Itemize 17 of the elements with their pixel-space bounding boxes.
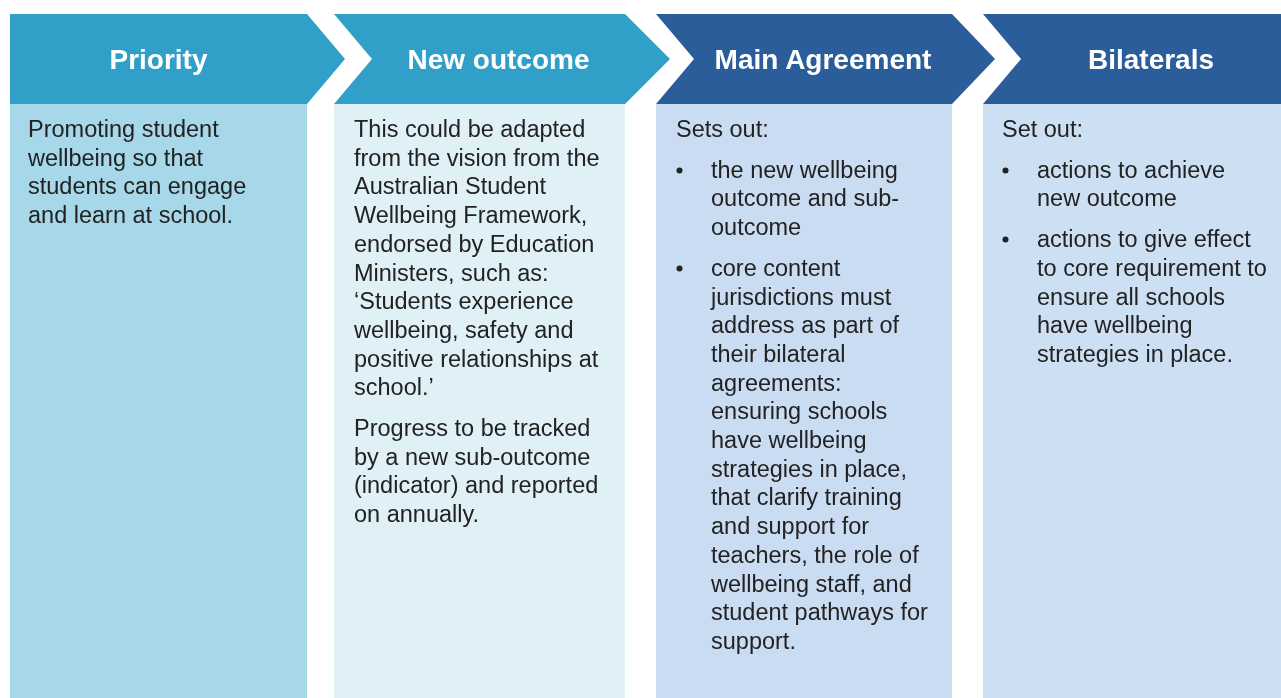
body-text: Sets out: — [676, 115, 770, 144]
bullet-text: actions to achieve new outcome — [1037, 156, 1226, 212]
header-title: Bilaterals — [1087, 43, 1215, 75]
bullet-text: the new wellbeing outcome and sub-outcome — [711, 156, 900, 241]
bullet-text: actions to give effect to core requirement to ensure all schools have wellbeing strategies in place. — [1037, 226, 1267, 367]
header-title: Main Agreement — [714, 43, 932, 75]
body-text: This could be adapted from the vision from the Australian Student Wellbeing Framework, endorsed by Education Ministers, such as: ‘Students experience wellbeing, safety and positive relationships at school.’ — [354, 115, 601, 403]
body-text: Promoting student wellbeing so that students can engage and learn at school. — [28, 115, 248, 230]
bullet-text: core content jurisdictions must address as part of their bilateral agreements: ensuring schools have wellbeing strategies in place, that clarify training and support for teachers, the role of wellbeing staff, and student pathways for support. — [711, 254, 928, 654]
column-panel — [983, 104, 1281, 698]
header-title: New outcome — [407, 43, 590, 75]
body-text: Progress to be tracked by a new sub-outcome (indicator) and reported on annually. — [354, 414, 600, 529]
column-panel — [334, 104, 625, 698]
column-panel — [656, 104, 952, 698]
column-panel — [10, 104, 307, 698]
header-title: Priority — [109, 43, 208, 75]
body-text: Set out: — [1002, 115, 1084, 144]
